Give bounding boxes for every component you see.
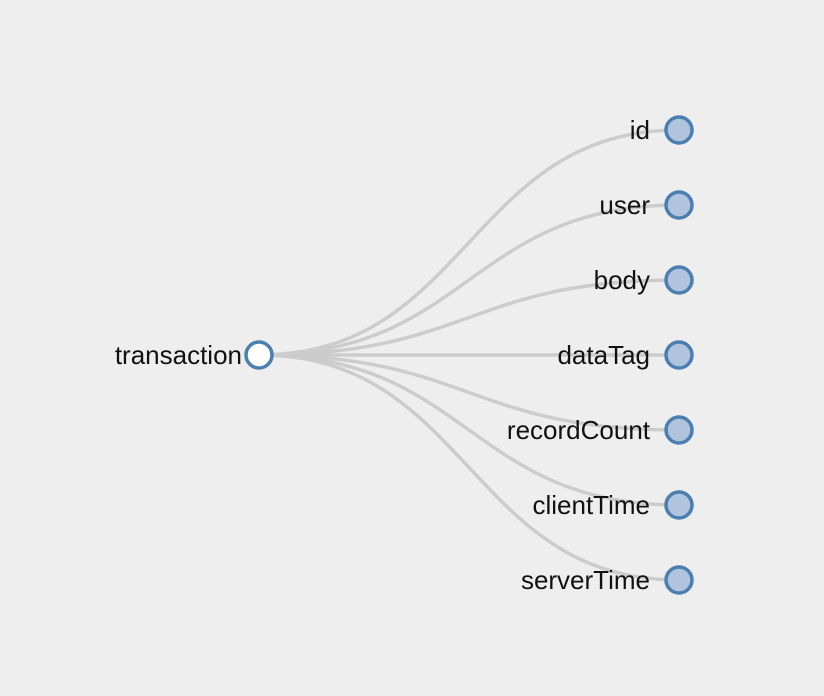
node-label-body: body <box>594 265 650 295</box>
tree-node-user[interactable]: user <box>599 190 694 220</box>
node-label-server-time: serverTime <box>521 565 650 595</box>
tree-link-server-time <box>258 353 680 582</box>
tree-links <box>258 128 680 582</box>
tree-link-user <box>258 203 680 357</box>
node-label-record-count: recordCount <box>507 415 651 445</box>
tree-node-record-count[interactable]: recordCount <box>507 415 694 445</box>
node-circle-user[interactable] <box>664 190 694 220</box>
node-circle-id[interactable] <box>664 115 694 145</box>
tree-link-body <box>258 278 680 357</box>
node-circle-body[interactable] <box>664 265 694 295</box>
tree-node-client-time[interactable]: clientTime <box>532 490 694 520</box>
tree-node-server-time[interactable]: serverTime <box>521 565 694 595</box>
node-circle-server-time[interactable] <box>664 565 694 595</box>
tree-node-id[interactable]: id <box>630 115 694 145</box>
tree-node-data-tag[interactable]: dataTag <box>557 340 694 370</box>
tree-nodes: transaction id user body dataTag recordCount… <box>115 115 694 595</box>
node-label-data-tag: dataTag <box>557 340 650 370</box>
root-node-circle[interactable] <box>244 340 274 370</box>
tree-link-id <box>258 128 680 357</box>
node-label-user: user <box>599 190 650 220</box>
node-circle-record-count[interactable] <box>664 415 694 445</box>
tree-link-record-count <box>258 353 680 432</box>
node-label-id: id <box>630 115 650 145</box>
root-node-label: transaction <box>115 340 242 370</box>
node-circle-data-tag[interactable] <box>664 340 694 370</box>
node-label-client-time: clientTime <box>532 490 650 520</box>
node-circle-client-time[interactable] <box>664 490 694 520</box>
tree-node-root[interactable]: transaction <box>115 340 274 370</box>
tree-node-body[interactable]: body <box>594 265 694 295</box>
tree-link-client-time <box>258 353 680 507</box>
